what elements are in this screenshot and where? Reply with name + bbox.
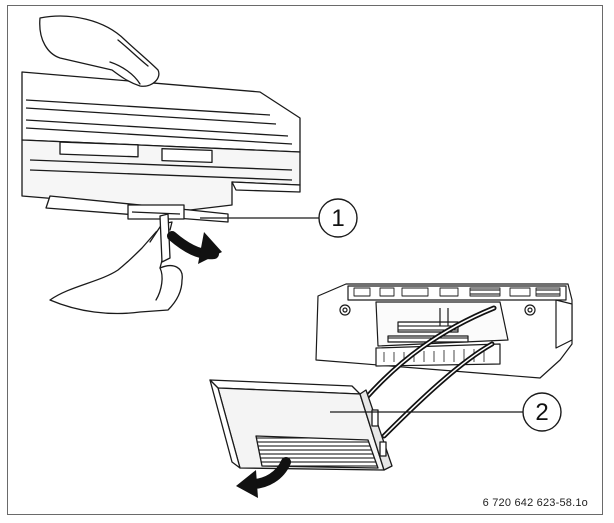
cover	[209, 379, 393, 471]
figure-id: 6 720 642 623-58.1o	[482, 497, 588, 509]
hand-top	[39, 15, 160, 87]
hand-pull	[49, 213, 183, 315]
callout-2-label: 2	[535, 399, 548, 426]
boiler-housing	[21, 71, 301, 223]
remove-arrow	[236, 457, 291, 498]
callout-1: 1	[200, 198, 358, 238]
callout-2: 2	[330, 392, 562, 432]
pull-arrow	[167, 231, 222, 264]
ribbon-cables	[363, 305, 497, 439]
callout-1-label: 1	[331, 205, 344, 232]
